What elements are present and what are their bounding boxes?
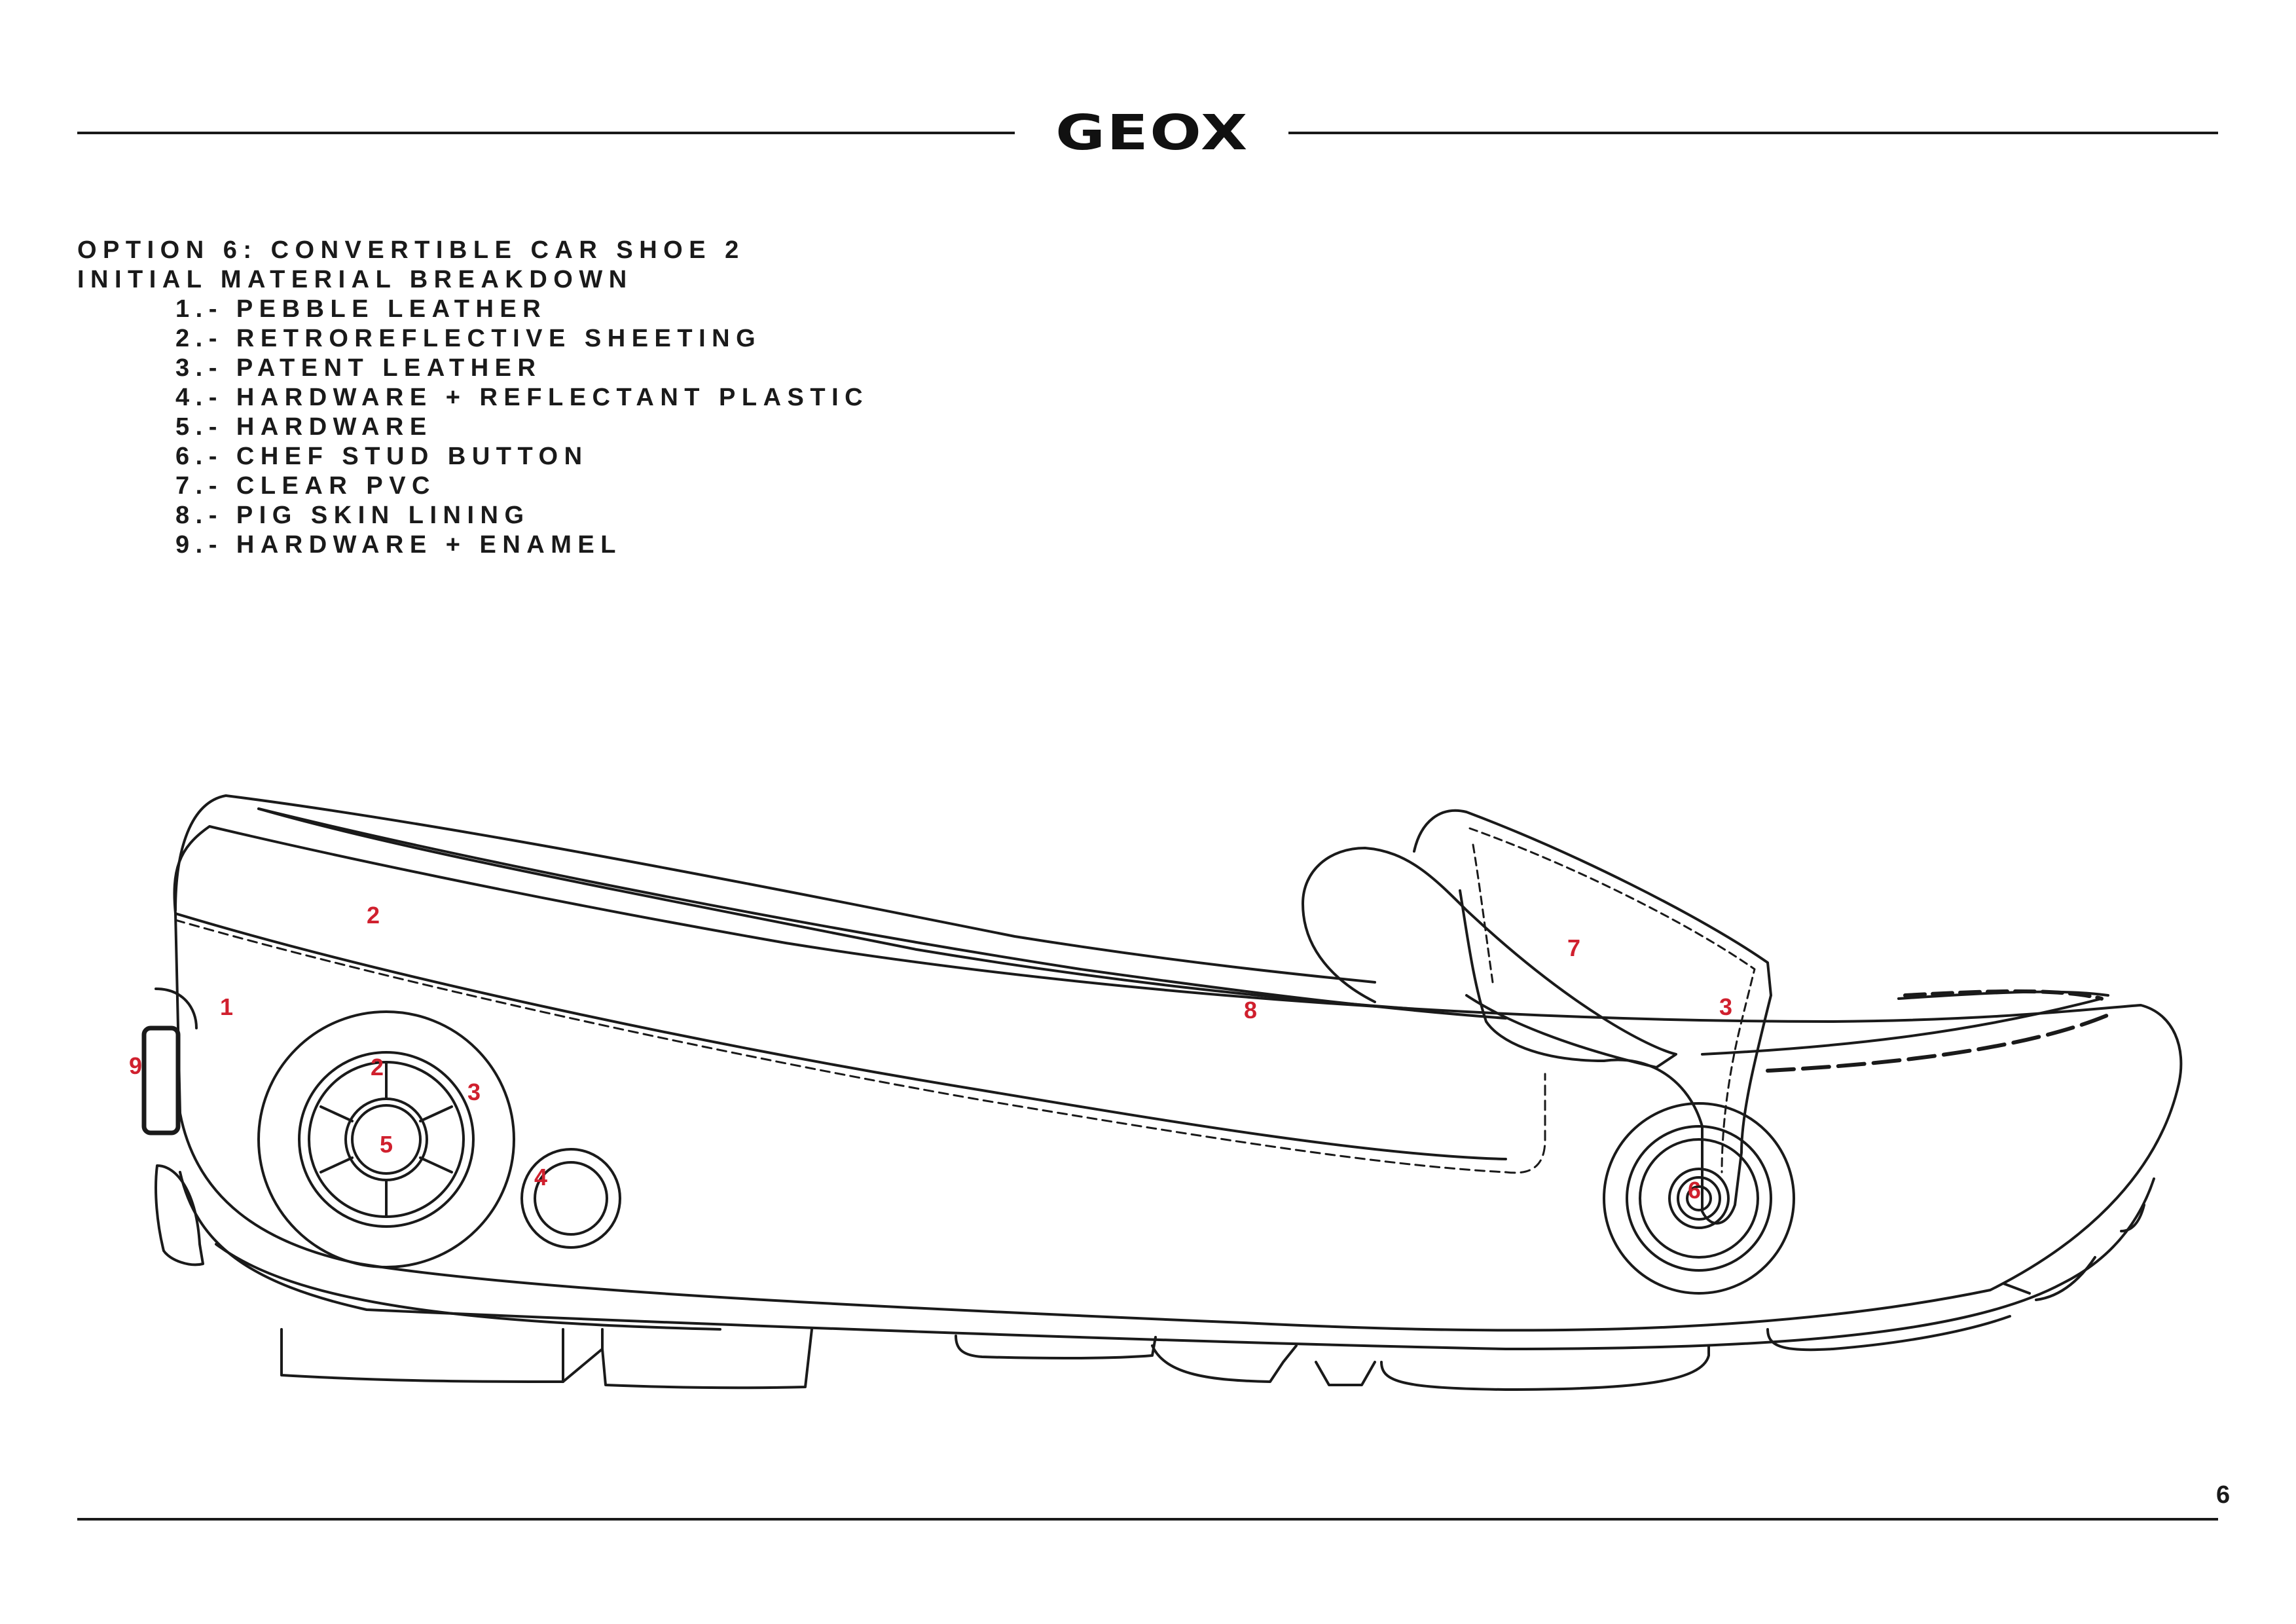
callout-9: 9 (129, 1052, 142, 1079)
vamp-stitch (1766, 1013, 2110, 1073)
option-title: OPTION 6: CONVERTIBLE CAR SHOE 2 (77, 236, 745, 264)
callout-8: 8 (1244, 997, 1257, 1024)
material-item-9: 9.- HARDWARE + ENAMEL (175, 531, 622, 559)
brand-logo: GEOX (1055, 105, 1249, 161)
wheel-hardware-right (1603, 1102, 1795, 1295)
sole-pod-8 (2035, 1256, 2096, 1301)
material-item-4: 4.- HARDWARE + REFLECTANT PLASTIC (175, 384, 869, 411)
sole-pod-4 (1151, 1344, 1298, 1383)
wheel-hardware-left (257, 1010, 515, 1268)
shoe-upper-outline (173, 825, 2183, 1332)
strap-loop-front (1413, 809, 1772, 1225)
sole-pod-7 (1766, 1315, 2011, 1352)
sole-outline (179, 1171, 2155, 1350)
callout-2-upper: 2 (367, 902, 380, 929)
material-item-2: 2.- RETROREFLECTIVE SHEETING (175, 325, 762, 352)
material-item-1: 1.- PEBBLE LEATHER (175, 295, 547, 323)
callout-3-strap: 3 (1719, 993, 1732, 1020)
callout-5: 5 (380, 1131, 393, 1158)
lining-stitch (1504, 1073, 1546, 1174)
material-item-7: 7.- CLEAR PVC (175, 472, 436, 500)
material-item-8: 8.- PIG SKIN LINING (175, 502, 530, 529)
sole-pod-3 (955, 1335, 1157, 1360)
callout-1: 1 (220, 993, 233, 1020)
page-number: 6 (2216, 1481, 2231, 1509)
collar-opening (257, 807, 1507, 1020)
callout-3-wheel: 3 (467, 1079, 481, 1105)
footer-rule (77, 1518, 2218, 1521)
material-breakdown: OPTION 6: CONVERTIBLE CAR SHOE 2 INITIAL… (77, 236, 869, 560)
sole-pod-5 (1315, 1361, 1376, 1386)
callout-2-wheel: 2 (371, 1054, 384, 1080)
sole-pod-2 (601, 1328, 813, 1390)
strap-loop-rear (1302, 847, 1677, 1069)
callout-4: 4 (534, 1164, 547, 1190)
material-item-3: 3.- PATENT LEATHER (175, 354, 542, 382)
sole-pod-1 (280, 1328, 564, 1383)
heel-pull-tab (141, 1025, 181, 1135)
breakdown-subtitle: INITIAL MATERIAL BREAKDOWN (77, 266, 633, 293)
material-item-5: 5.- HARDWARE (175, 413, 433, 441)
callout-6: 6 (1688, 1177, 1701, 1204)
header-rule-right (1288, 132, 2218, 134)
seam-stitch (174, 919, 1507, 1173)
header-rule-left (77, 132, 1015, 134)
reflector-button (520, 1148, 621, 1249)
material-list: 1.- PEBBLE LEATHER 2.- RETROREFLECTIVE S… (77, 295, 869, 560)
heel-counter (174, 794, 1376, 984)
material-item-6: 6.- CHEF STUD BUTTON (175, 443, 589, 470)
sole-pod-6 (1380, 1344, 1710, 1391)
callout-7: 7 (1567, 934, 1580, 961)
